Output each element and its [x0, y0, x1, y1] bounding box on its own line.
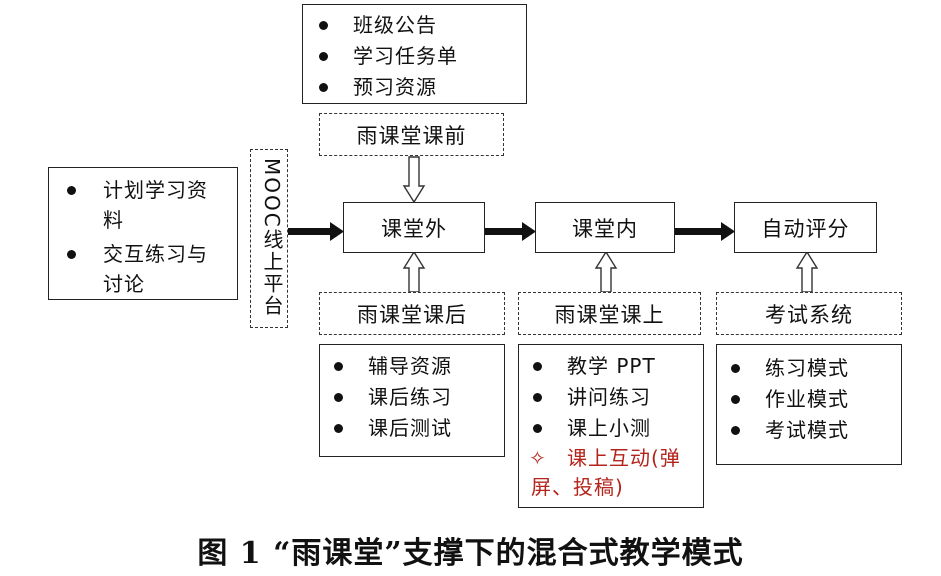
hollow-arrow-inclass-to-inside	[594, 250, 618, 293]
bullet-icon	[731, 364, 740, 373]
bullet-icon	[319, 52, 328, 61]
hollow-arrow-after-to-outside	[402, 250, 426, 293]
bullet-icon	[67, 250, 76, 259]
list-item: 学习任务单	[313, 41, 458, 72]
bullet-icon	[533, 424, 542, 433]
inside-class-node: 课堂内	[535, 202, 675, 253]
sparkle-icon: ✧	[529, 446, 547, 470]
list-item: 作业模式	[725, 384, 849, 415]
auto-score-node: 自动评分	[734, 202, 877, 253]
arrow-inside-to-score	[674, 222, 735, 241]
in-class-node: 雨课堂课上	[518, 292, 701, 335]
arrow-outside-to-inside	[484, 222, 536, 241]
after-class-node: 雨课堂课后	[319, 292, 505, 335]
list-item: 辅导资源	[328, 351, 452, 382]
list-item: 讲问练习	[527, 382, 656, 413]
bullet-icon	[334, 393, 343, 402]
outside-class-node: 课堂外	[343, 202, 485, 253]
hollow-arrow-exam-to-score	[795, 250, 819, 293]
in-class-resources-box: 教学 PPT 讲问练习 课上小测 ✧ 课上互动(弹 屏、投稿)	[518, 344, 704, 508]
figure-caption: 图 1 “雨课堂”支撑下的混合式教学模式	[197, 536, 744, 571]
bullet-icon	[533, 362, 542, 371]
hollow-arrow-before-to-outside	[402, 156, 426, 204]
list-item: 课后测试	[328, 413, 452, 444]
list-item: 考试模式	[725, 415, 849, 446]
list-item: 教学 PPT	[527, 351, 656, 382]
bullet-icon	[67, 186, 76, 195]
before-class-node: 雨课堂课前	[319, 113, 504, 156]
in-class-list: 教学 PPT 讲问练习 课上小测	[527, 351, 656, 444]
bullet-icon	[319, 21, 328, 30]
list-item: 预习资源	[313, 72, 458, 103]
list-item: 课上小测	[527, 413, 656, 444]
list-item: 班级公告	[313, 10, 458, 41]
bullet-icon	[319, 83, 328, 92]
bullet-icon	[731, 426, 740, 435]
list-item: 交互练习与 讨论	[59, 239, 208, 299]
after-class-resources-box: 辅导资源 课后练习 课后测试	[319, 344, 505, 457]
mooc-resources-box: 计划学习资 料 交互练习与 讨论	[48, 167, 238, 300]
list-item: 计划学习资 料	[59, 175, 208, 235]
pre-class-resources-box: 班级公告 学习任务单 预习资源	[302, 4, 527, 104]
bullet-icon	[334, 362, 343, 371]
bullet-icon	[533, 393, 542, 402]
exam-system-node: 考试系统	[716, 292, 902, 335]
bullet-icon	[731, 395, 740, 404]
in-class-interaction-item: ✧ 课上互动(弹 屏、投稿)	[529, 446, 681, 499]
exam-modes-list: 练习模式 作业模式 考试模式	[725, 353, 849, 446]
mooc-resources-list: 计划学习资 料 交互练习与 讨论	[59, 175, 208, 299]
list-item: 练习模式	[725, 353, 849, 384]
after-class-list: 辅导资源 课后练习 课后测试	[328, 351, 452, 444]
exam-modes-box: 练习模式 作业模式 考试模式	[716, 344, 902, 465]
arrow-mooc-to-outside	[288, 222, 344, 241]
mooc-platform-node: MOOC线上平台	[250, 149, 288, 328]
mooc-platform-label: MOOC线上平台	[260, 158, 284, 317]
pre-class-list: 班级公告 学习任务单 预习资源	[313, 10, 458, 103]
bullet-icon	[334, 424, 343, 433]
list-item: 课后练习	[328, 382, 452, 413]
